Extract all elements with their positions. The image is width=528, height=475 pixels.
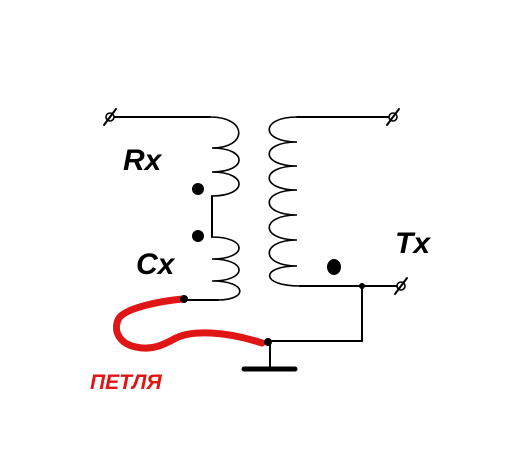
cx-winding [184,236,241,301]
loop-right-end-dot [264,338,272,346]
rx-terminal-icon [103,108,117,126]
tx-bottom-terminal-icon [394,277,408,295]
loop-label: ПЕТЛЯ [90,371,162,394]
rx-winding [107,116,240,197]
cx-label: Cx [136,248,176,281]
rx-polarity-dot-icon [192,183,204,195]
loop-left-end-dot [180,295,188,303]
tx-coil [268,116,301,287]
rx-coil [209,116,240,197]
ground-icon [241,340,298,372]
rx-label: Rx [123,144,163,177]
tx-winding [268,116,401,287]
tx-polarity-dot-icon [327,259,341,275]
test-loop-wire [112,295,266,352]
tx-top-terminal-icon [386,108,400,126]
cx-coil [211,236,241,301]
tx-label: Tx [395,227,431,260]
common-return-wire [269,285,363,342]
cx-polarity-dot-icon [192,230,204,242]
